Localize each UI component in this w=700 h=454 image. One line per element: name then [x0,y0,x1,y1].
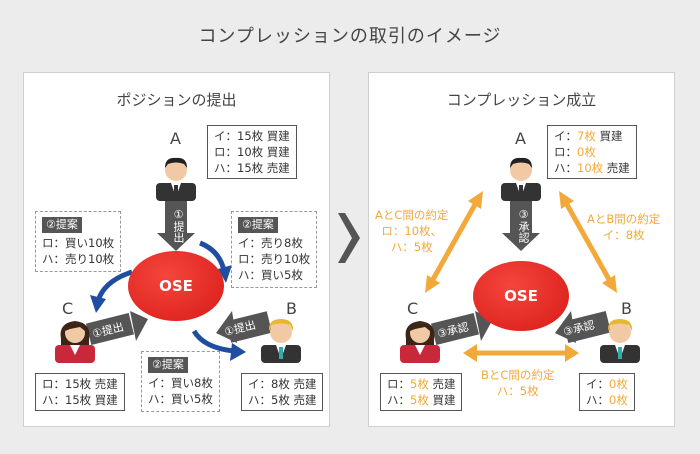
position-box-b-left: イ：8枚 売建 ハ：5枚 売建 [241,373,324,411]
proposal-tag: ②提案 [42,217,82,233]
position-line: ハ：5枚 売建 [248,393,317,407]
label-b-right: B [621,299,632,318]
proposal-line: イ：買い8枚 [148,376,213,390]
position-line: ハ：15枚 売建 [214,161,290,175]
position-line: ロ：0枚 [554,145,596,159]
position-line: ロ：5枚 売建 [387,377,456,391]
position-box-b-right: イ：0枚 ハ：0枚 [579,373,635,411]
agreement-ab: AとB間の約定 イ：8枚 [587,212,661,242]
position-line: イ：7枚 買建 [554,129,623,143]
proposal-line: ロ：売り10枚 [238,252,311,266]
agreement-ac: AとC間の約定 ロ：10枚、 ハ：5枚 [375,208,449,254]
person-a-icon [501,157,541,201]
approve-arrow-a [502,201,540,251]
submit-arrow-b [216,311,273,343]
submit-label-a: ①提出 [172,208,185,243]
submit-arrow-a [157,201,195,251]
position-line: イ：0枚 [586,377,628,391]
submit-arrow-c [85,311,148,345]
flow-arrows-left [85,201,273,361]
panel-position-submission: ポジションの提出 A B C [23,72,330,427]
position-line: ハ：10枚 売建 [554,161,630,175]
panel-compression-established: コンプレッション成立 A B C [368,72,675,427]
label-a-right: A [515,129,526,148]
panel-title-left: ポジションの提出 [116,91,237,109]
proposal-box-c: ②提案 ロ：買い10枚 ハ：売り10枚 [35,211,122,272]
agreement-bc: BとC間の約定 ハ：5枚 [481,368,555,398]
proposal-box-a: ②提案 イ：売り8枚 ロ：売り10枚 ハ：買い5枚 [231,211,318,288]
position-box-c-left: ロ：15枚 売建 ハ：15枚 買建 [35,373,125,411]
proposal-line: ハ：買い5枚 [238,268,303,282]
proposal-line: ハ：売り10枚 [42,252,115,266]
proposal-line: ロ：買い10枚 [42,236,115,250]
panel-title-right: コンプレッション成立 [446,91,597,109]
ose-ellipse-left: OSE [128,251,224,321]
proposal-line: イ：売り8枚 [238,236,303,250]
label-a-left: A [170,129,181,148]
position-line: イ：15枚 買建 [214,129,290,143]
label-c-right: C [407,299,419,318]
person-b-icon [261,319,301,363]
ose-ellipse-right: OSE [473,261,569,331]
settlement-arrows [428,199,614,356]
flow-arrows-right [425,191,617,362]
proposal-tag: ②提案 [238,217,278,233]
position-box-c-right: ロ：5枚 売建 ハ：5枚 買建 [380,373,463,411]
position-line: ハ：15枚 買建 [42,393,118,407]
person-b-icon [600,319,640,363]
proposal-box-b: ②提案 イ：買い8枚 ハ：買い5枚 [141,351,220,412]
position-line: ロ：10枚 買建 [214,145,290,159]
label-c-left: C [62,299,74,318]
proposal-line: ハ：買い5枚 [148,392,213,406]
person-c-icon [55,321,95,363]
position-box-a-right: イ：7枚 買建 ロ：0枚 ハ：10枚 売建 [547,125,637,179]
position-line: ハ：5枚 買建 [387,393,456,407]
approve-label-a: ③承認 [517,208,530,243]
page-title: コンプレッションの取引のイメージ [198,26,502,47]
approve-arrow-b [555,311,612,343]
position-line: ロ：15枚 売建 [42,377,118,391]
position-line: ハ：0枚 [586,393,628,407]
proposal-tag: ②提案 [148,357,188,373]
person-c-icon [400,321,440,363]
label-b-left: B [286,299,297,318]
position-box-a-left: イ：15枚 買建 ロ：10枚 買建 ハ：15枚 売建 [207,125,297,179]
person-a-icon [156,157,196,201]
position-line: イ：8枚 売建 [248,377,317,391]
